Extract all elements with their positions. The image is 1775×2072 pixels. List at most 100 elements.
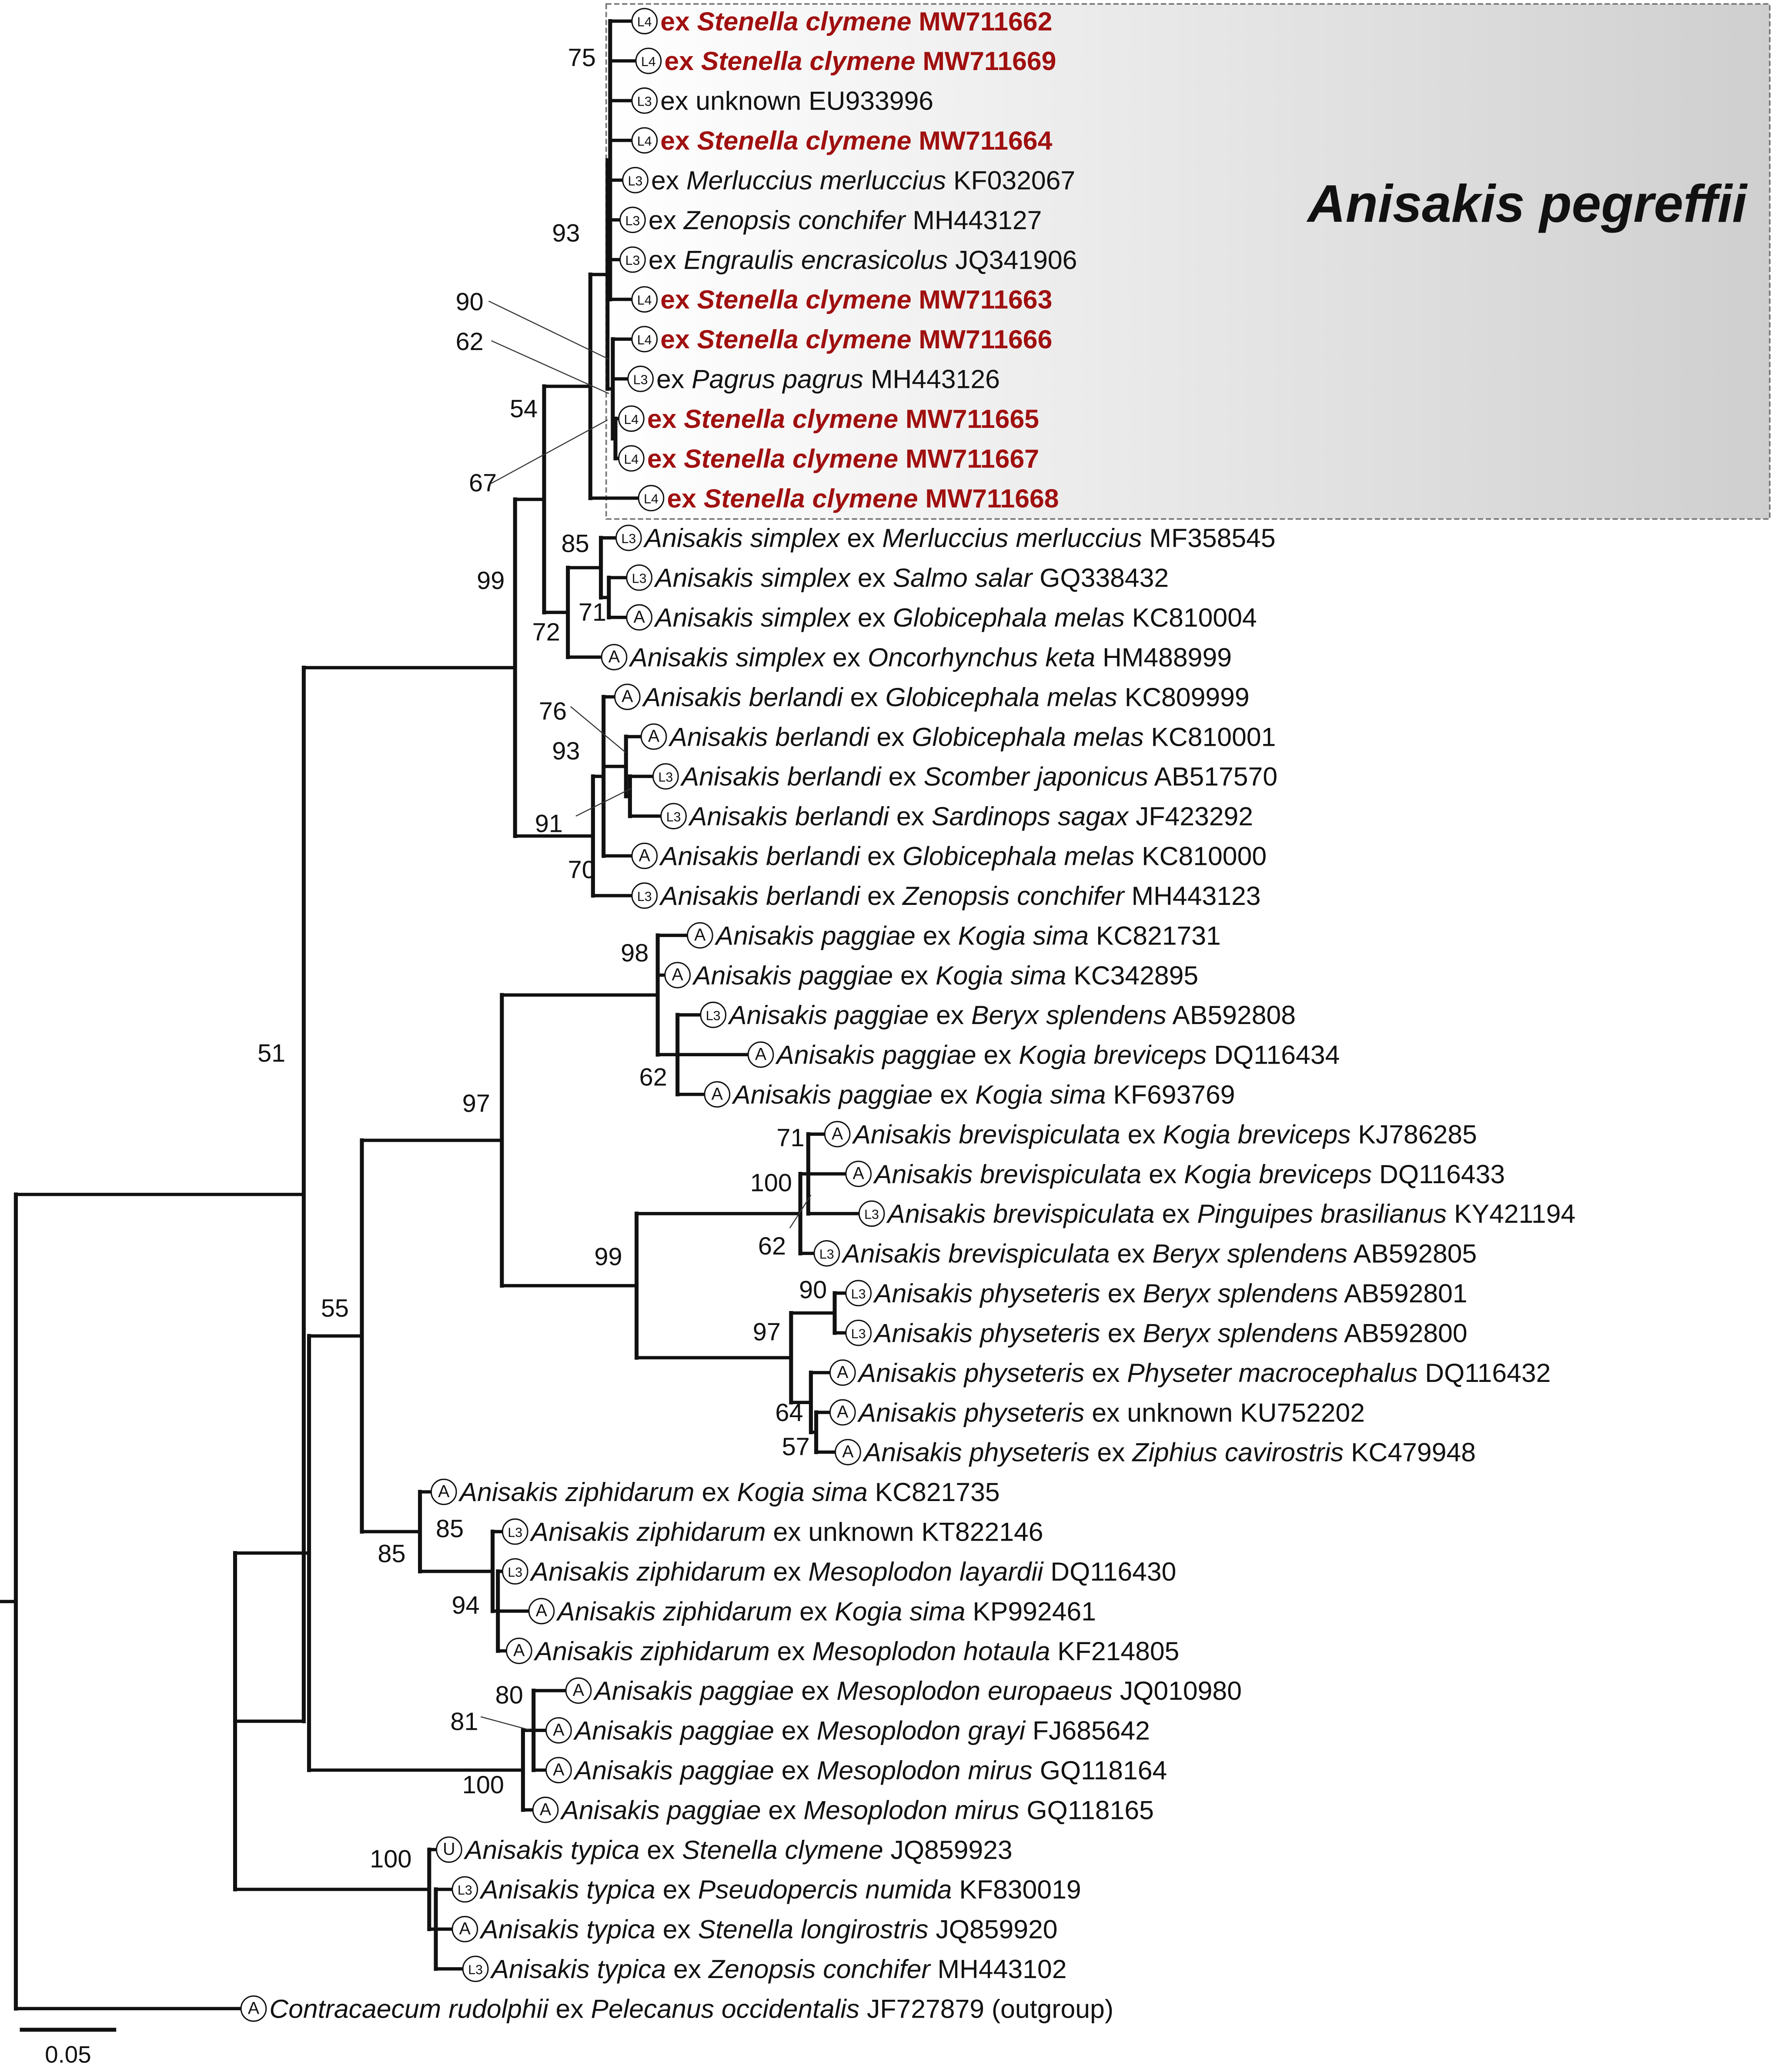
taxon-label-part: Physeter macrocephalus [1127,1358,1417,1388]
taxon-label-part: ex [666,1954,709,1984]
taxon-label-part: DQ116430 [1043,1557,1176,1586]
taxon-label-part: Stenella clymene [697,285,912,314]
taxon-label-part: Anisakis berlandi [659,881,860,911]
stage-badge-label: A [553,1720,565,1739]
stage-badge [614,684,641,710]
taxon-label-part: ex [647,404,684,434]
taxon-label-part: Ziphius cavirostris [1131,1438,1344,1467]
stage-badge-label: A [853,1164,865,1183]
stage-badge-label: L3 [864,1208,879,1222]
stage-badge-label: A [438,1482,450,1501]
taxon-label: Anisakis simplex ex Globicephala melas K… [654,603,1257,632]
stage-badge [652,763,679,790]
bootstrap-value: 55 [321,1295,349,1322]
stage-badge-label: A [553,1760,565,1779]
taxon-label-part: MH443102 [930,1954,1067,1984]
taxon-label-part: JF727879 (outgroup) [859,1994,1113,2023]
stage-badge-label: A [837,1363,849,1382]
taxon-label-part: Anisakis physeteris [862,1438,1090,1467]
stage-badge-label: A [837,1402,849,1421]
taxon-label: Anisakis typica ex Stenella clymene JQ85… [464,1835,1013,1865]
taxon-label-part: AB592800 [1338,1318,1467,1348]
taxon-label-part: Globicephala melas [912,722,1143,751]
stage-badge [619,207,646,234]
taxon-label-part: JQ859923 [883,1835,1013,1865]
taxon-label-part: JF423292 [1128,801,1253,831]
taxon-label-part: Anisakis simplex [654,603,851,632]
bootstrap-value: 91 [535,810,563,837]
taxon-label: Anisakis ziphidarum ex Kogia sima KP9924… [556,1596,1096,1626]
taxon-label-part: ex [647,444,684,473]
stage-badge [824,1121,851,1148]
taxon-label-part: Anisakis paggiae [692,961,893,990]
stage-badge [631,326,658,353]
taxon-label: Anisakis physeteris ex unknown KU752202 [857,1398,1365,1427]
taxon-label-part: Anisakis simplex [628,642,826,672]
taxon-label: Anisakis brevispiculata ex Pinguipes bra… [886,1199,1576,1228]
leader-line [789,1194,812,1229]
taxon-label-part: ex [843,682,886,712]
taxon-label: ex Stenella clymene MW711669 [664,46,1056,76]
taxon-label-part: Anisakis paggiae [732,1080,933,1109]
taxon-label-part: Anisakis berlandi [642,682,843,712]
taxon-label-part: Mesoplodon europaeus [836,1676,1113,1705]
leader-line [480,1716,530,1731]
taxon-label: Contracaecum rudolphii ex Pelecanus occi… [269,1994,1113,2023]
stage-badge-label: A [842,1442,854,1461]
stage-badge-label: L3 [666,810,681,824]
taxon-label: ex Stenella clymene MW711667 [647,444,1039,473]
taxon-label: Anisakis paggiae ex Beryx splendens AB59… [728,1000,1296,1030]
taxon-label-part: ex [1090,1438,1133,1467]
stage-badge [436,1836,462,1863]
bootstrap-value: 70 [568,856,596,884]
taxon-label-part: ex [660,126,697,155]
stage-badge [631,8,658,34]
taxon-label-part: Globicephala melas [893,603,1125,632]
stage-badge-label: L4 [641,55,656,69]
stage-badge [640,723,667,750]
stage-badge-label: A [755,1044,767,1064]
taxon-label: Anisakis paggiae ex Kogia sima KF693769 [732,1080,1235,1109]
taxon-label-part: Anisakis berlandi [688,801,889,831]
taxon-label-part: Stenella clymene [697,7,912,36]
taxon-label-part: ex unknown EU933996 [660,86,933,116]
bootstrap-value: 85 [378,1540,405,1568]
taxon-label: ex unknown EU933996 [660,86,933,116]
taxon-label-part: MH443123 [1124,881,1261,911]
stage-badge [845,1280,872,1307]
stage-badge-label: A [248,1999,260,2018]
stage-badge-label: L4 [644,492,659,507]
taxon-label-part: MF358545 [1142,523,1276,553]
taxon-label-part: GQ118165 [1019,1795,1153,1825]
stage-badge [545,1717,572,1744]
taxon-label-part: Merluccius merluccius [882,523,1142,553]
taxon-label-part: Anisakis simplex [654,563,851,593]
taxon-label-part: KF830019 [952,1875,1081,1904]
taxon-label-part: Stenella clymene [701,46,916,76]
taxon-label-part: ex [774,1755,817,1785]
taxon-label-part: ex [850,603,893,632]
taxon-label-part: Mesoplodon grayi [817,1716,1026,1745]
taxon-label: Anisakis paggiae ex Mesoplodon grayi FJ6… [573,1716,1150,1745]
stage-badge [631,882,658,909]
stage-badge-label: L4 [624,452,639,467]
taxon-label-part: KC821731 [1089,921,1221,950]
taxon-label-part: Stenella longirostris [698,1915,929,1944]
stage-badge [631,286,658,313]
taxon-label-part: Kogia sima [835,1596,965,1626]
taxon-label-part: Anisakis ziphidarum [530,1517,766,1547]
bootstrap-value: 94 [451,1592,479,1619]
taxon-label-part: KC810001 [1144,722,1276,751]
